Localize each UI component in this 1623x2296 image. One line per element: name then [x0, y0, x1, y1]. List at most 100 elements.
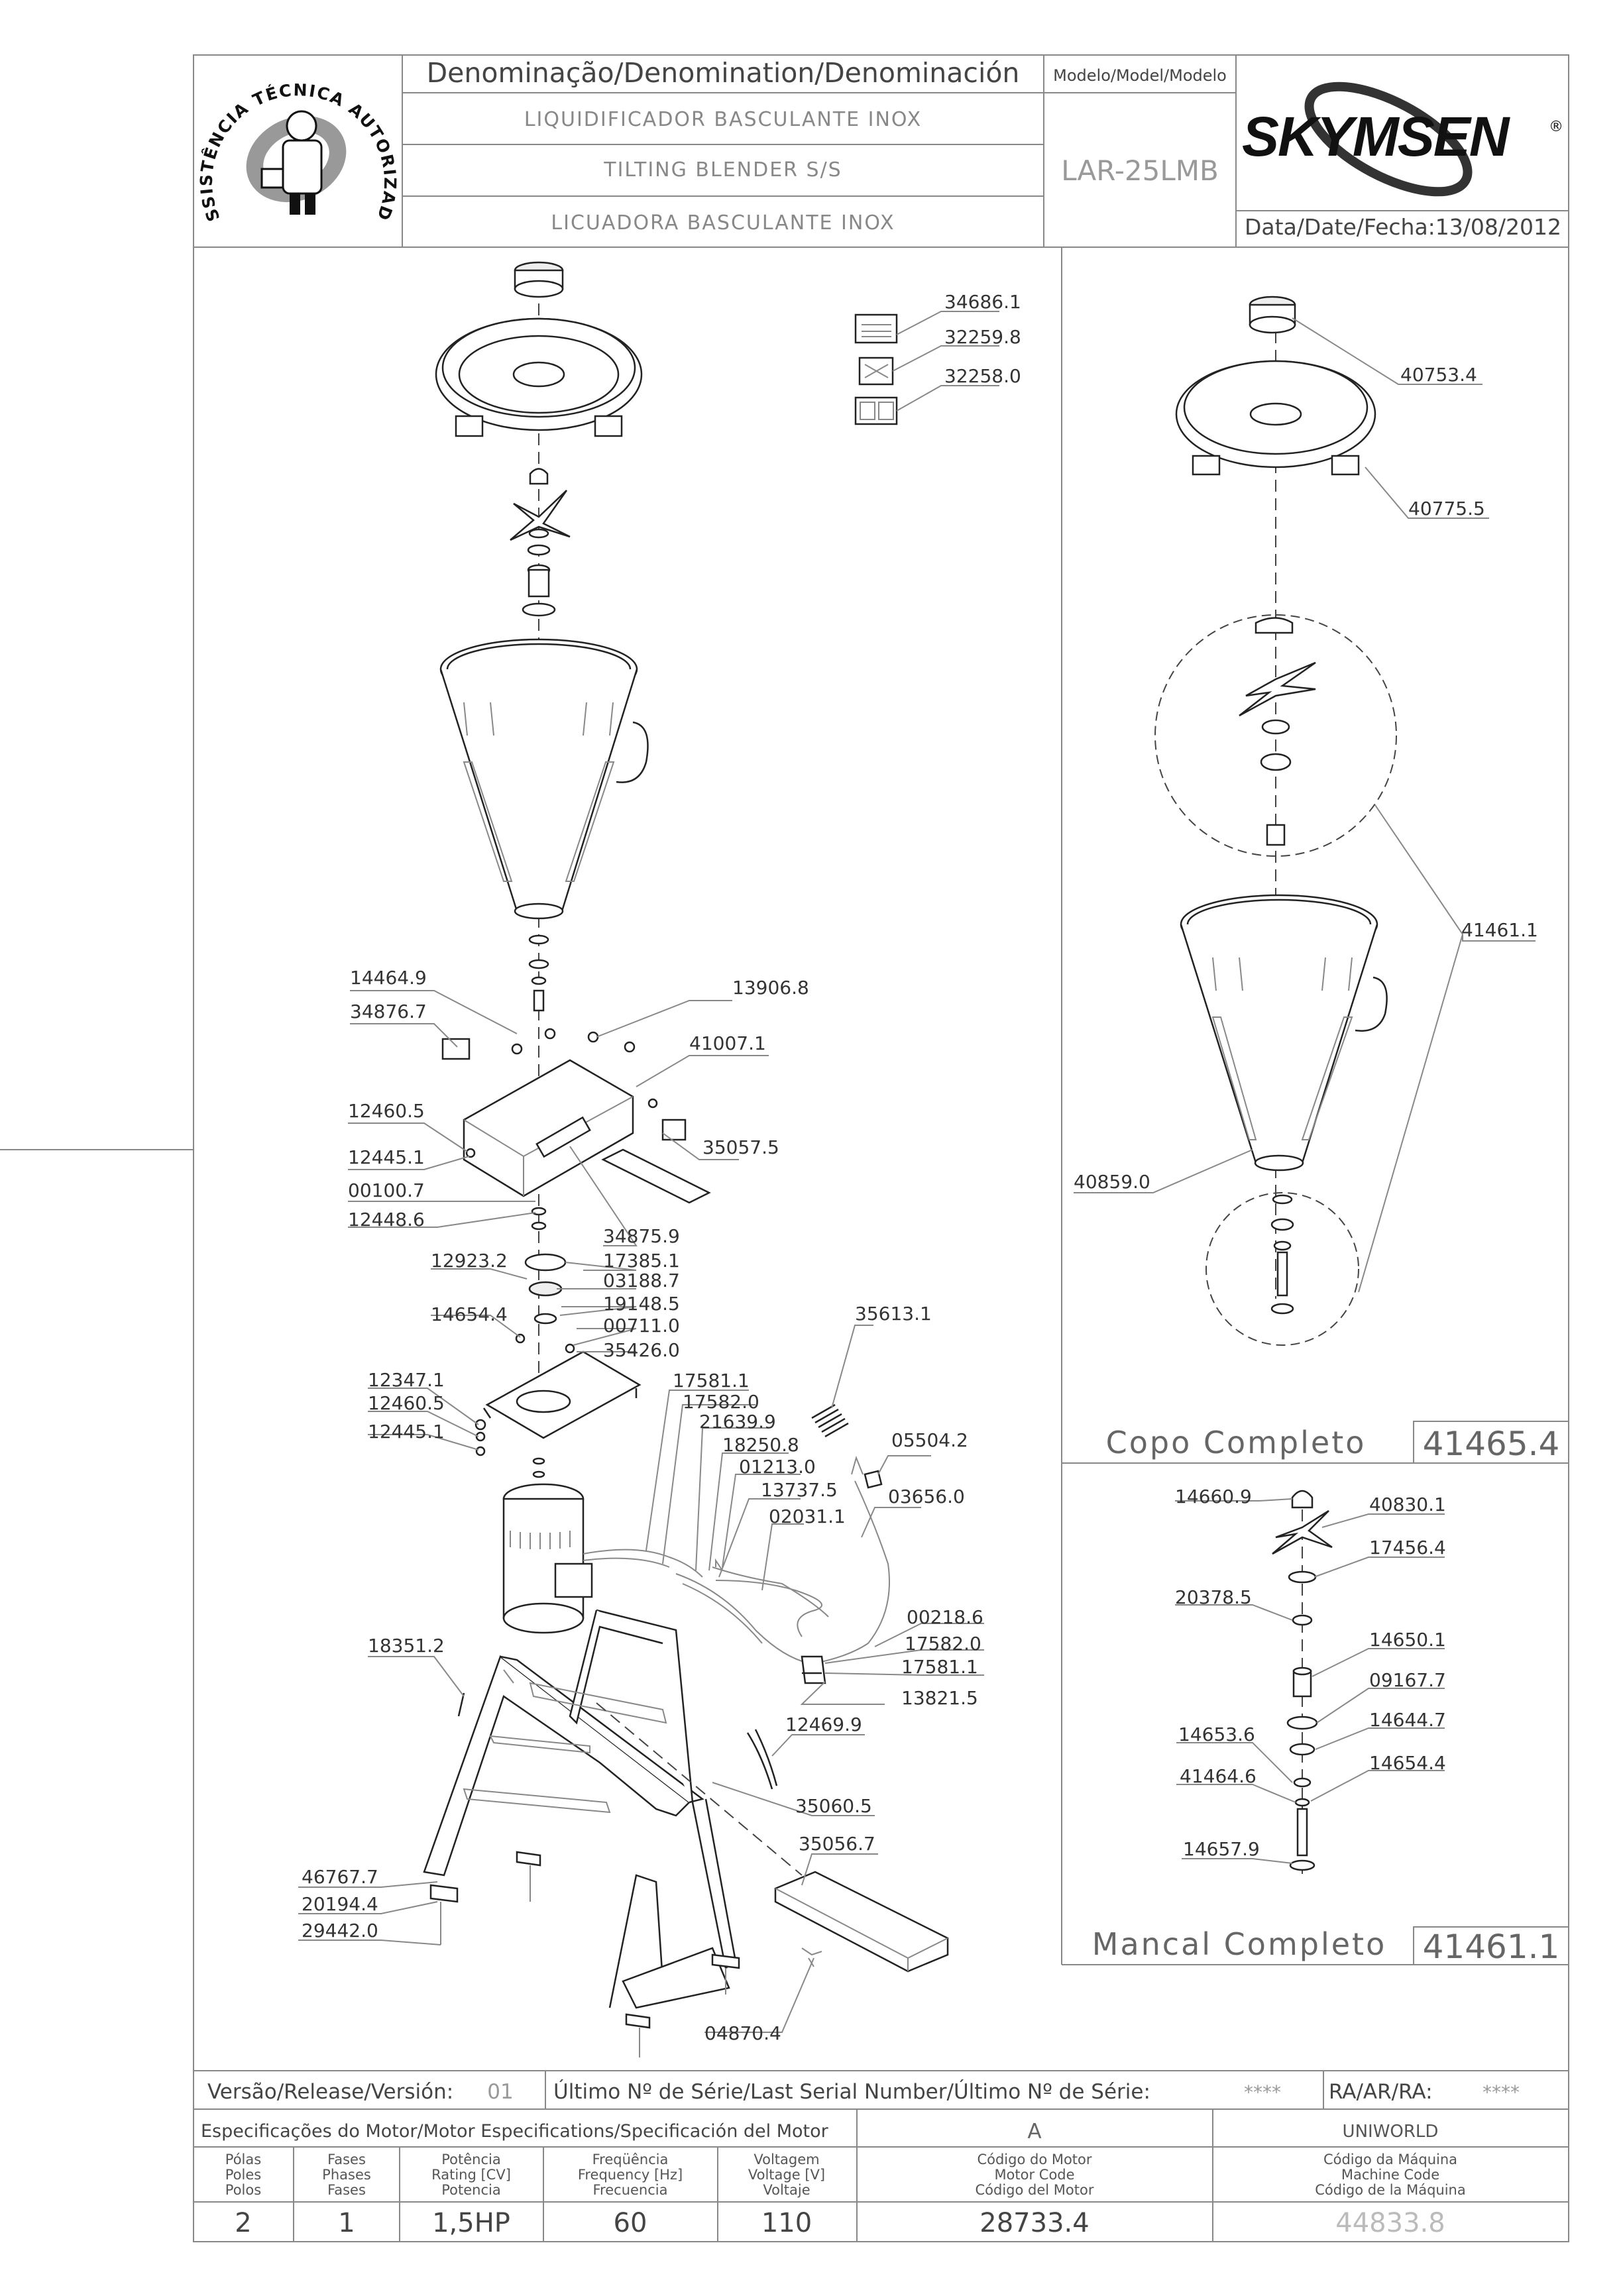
part-label: 17582.0	[683, 1391, 759, 1413]
part-label: 03188.7	[603, 1270, 680, 1291]
part-label: 18351.2	[368, 1635, 445, 1657]
bearing-assembly-title: Mancal Completo	[1092, 1926, 1386, 1962]
main-exploded-view	[423, 261, 949, 2057]
part-label: 17456.4	[1369, 1537, 1446, 1558]
part-label: 12460.5	[368, 1392, 445, 1414]
part-label: 35056.7	[799, 1833, 875, 1855]
cup-assembly-drawing	[1154, 296, 1463, 1346]
version-label: Versão/Release/Versión:	[207, 2080, 453, 2104]
model-title: Modelo/Model/Modelo	[1053, 66, 1227, 85]
spec-values: 2 1 1,5HP 60 110 28733.4 44833.8	[235, 2208, 1445, 2238]
part-label: 14650.1	[1369, 1629, 1446, 1651]
svg-text:Voltage [V]: Voltage [V]	[748, 2167, 825, 2183]
part-label: 12347.1	[368, 1369, 445, 1391]
phases-value: 1	[338, 2208, 355, 2238]
svg-text:Fases: Fases	[327, 2182, 366, 2198]
part-label: 32258.0	[944, 365, 1021, 387]
part-label: 14654.4	[1369, 1752, 1446, 1774]
serial-value: ****	[1244, 2081, 1281, 2103]
part-label: 13906.8	[732, 977, 809, 999]
part-label: 14653.6	[1178, 1723, 1255, 1745]
svg-text:Potência: Potência	[441, 2152, 500, 2167]
skymsen-logo: SKYMSEN ®	[1242, 82, 1563, 197]
name-pt: LIQUIDIFICADOR BASCULANTE INOX	[524, 108, 922, 131]
cup-assembly-title: Copo Completo	[1106, 1425, 1367, 1460]
rating-value: 1,5HP	[432, 2208, 510, 2238]
part-label: 35426.0	[603, 1339, 680, 1361]
part-label: 35060.5	[795, 1795, 872, 1817]
ra-value: ****	[1483, 2081, 1520, 2103]
part-label: 20194.4	[302, 1893, 378, 1915]
part-label: 13821.5	[901, 1687, 978, 1709]
part-label: 35057.5	[702, 1136, 779, 1158]
motor-spec-title: Especificações do Motor/Motor Especifica…	[201, 2121, 829, 2142]
svg-text:Código de la Máquina: Código de la Máquina	[1315, 2182, 1465, 2198]
part-label: 41461.1	[1461, 919, 1538, 941]
part-label: 17385.1	[603, 1250, 680, 1272]
part-label: 34686.1	[944, 291, 1021, 313]
svg-text:Frequency [Hz]: Frequency [Hz]	[578, 2167, 683, 2183]
svg-text:Voltaje: Voltaje	[763, 2182, 810, 2198]
part-label: 03656.0	[888, 1486, 965, 1507]
leader-lines	[298, 311, 1536, 2033]
part-label: 00100.7	[348, 1179, 425, 1201]
svg-text:ASSISTÊNCIA TÉCNICA AUTORIZADA: ASSISTÊNCIA TÉCNICA AUTORIZADA	[0, 0, 400, 224]
ra-label: RA/AR/RA:	[1329, 2080, 1433, 2104]
svg-text:Voltagem: Voltagem	[754, 2152, 819, 2167]
part-label: 14660.9	[1175, 1486, 1252, 1507]
cup-part-labels: 40753.4 40775.5 41461.1 40859.0 Copo Com…	[1074, 364, 1559, 1463]
part-label: 12469.9	[785, 1714, 862, 1735]
svg-text:Frecuencia: Frecuencia	[593, 2182, 668, 2198]
part-label: 46767.7	[302, 1866, 378, 1888]
part-label: 12448.6	[348, 1209, 425, 1230]
part-label: 40753.4	[1400, 364, 1477, 386]
part-label: 12460.5	[348, 1100, 425, 1122]
svg-text:Polos: Polos	[225, 2182, 261, 2198]
part-label: 17581.1	[901, 1656, 978, 1678]
part-label: 00711.0	[603, 1315, 680, 1337]
svg-text:®: ®	[1549, 119, 1563, 135]
assistance-seal: ASSISTÊNCIA TÉCNICA AUTORIZADA	[0, 0, 400, 224]
part-label: 41464.6	[1180, 1765, 1257, 1787]
machine-code-value: 44833.8	[1335, 2208, 1445, 2238]
svg-text:Pólas: Pólas	[225, 2152, 261, 2167]
part-label: 34876.7	[350, 1001, 427, 1022]
part-label: 29442.0	[302, 1920, 378, 1941]
part-label: 14654.4	[431, 1303, 508, 1325]
part-label: 34875.9	[603, 1225, 680, 1247]
motor-manufacturer: UNIWORLD	[1343, 2122, 1439, 2142]
part-label: 17582.0	[905, 1633, 981, 1655]
part-label: 32259.8	[944, 326, 1021, 348]
svg-text:Poles: Poles	[225, 2167, 261, 2183]
version-value: 01	[487, 2080, 513, 2104]
denomination-title: Denominação/Denomination/Denominación	[427, 57, 1020, 89]
main-part-labels: 34686.1 32259.8 32258.0 14464.9 34876.7 …	[302, 291, 1021, 2044]
part-label: 09167.7	[1369, 1669, 1446, 1691]
bearing-part-labels: 14660.9 40830.1 17456.4 20378.5 14650.1 …	[1092, 1486, 1560, 1966]
part-label: 19148.5	[603, 1293, 680, 1315]
svg-text:Fases: Fases	[327, 2152, 366, 2167]
bearing-assembly-drawing	[1272, 1490, 1333, 1875]
motor-variant: A	[1027, 2120, 1041, 2144]
part-label: 41007.1	[689, 1032, 766, 1054]
part-label: 12445.1	[348, 1146, 425, 1168]
cup-assembly-code: 41465.4	[1423, 1425, 1560, 1463]
spec-headers: Pólas Poles Polos Fases Phases Fases Pot…	[225, 2152, 1466, 2198]
part-label: 40859.0	[1074, 1171, 1150, 1193]
release-row: Versão/Release/Versión: 01 Último Nº de …	[207, 2079, 1520, 2104]
part-label: 12923.2	[431, 1250, 508, 1272]
poles-value: 2	[235, 2208, 251, 2238]
part-label: 40775.5	[1408, 498, 1485, 519]
svg-text:Motor Code: Motor Code	[994, 2167, 1074, 2183]
frame	[0, 54, 1569, 2242]
svg-text:Freqüência: Freqüência	[592, 2152, 669, 2167]
motor-code-value: 28733.4	[979, 2208, 1089, 2238]
svg-text:Phases: Phases	[322, 2167, 371, 2183]
svg-text:Código del Motor: Código del Motor	[976, 2182, 1094, 2198]
part-label: 14644.7	[1369, 1709, 1446, 1731]
date-label: Data/Date/Fecha:13/08/2012	[1245, 214, 1561, 240]
part-label: 35613.1	[855, 1303, 932, 1325]
part-label: 12445.1	[368, 1421, 445, 1443]
svg-text:Rating [CV]: Rating [CV]	[431, 2167, 511, 2183]
